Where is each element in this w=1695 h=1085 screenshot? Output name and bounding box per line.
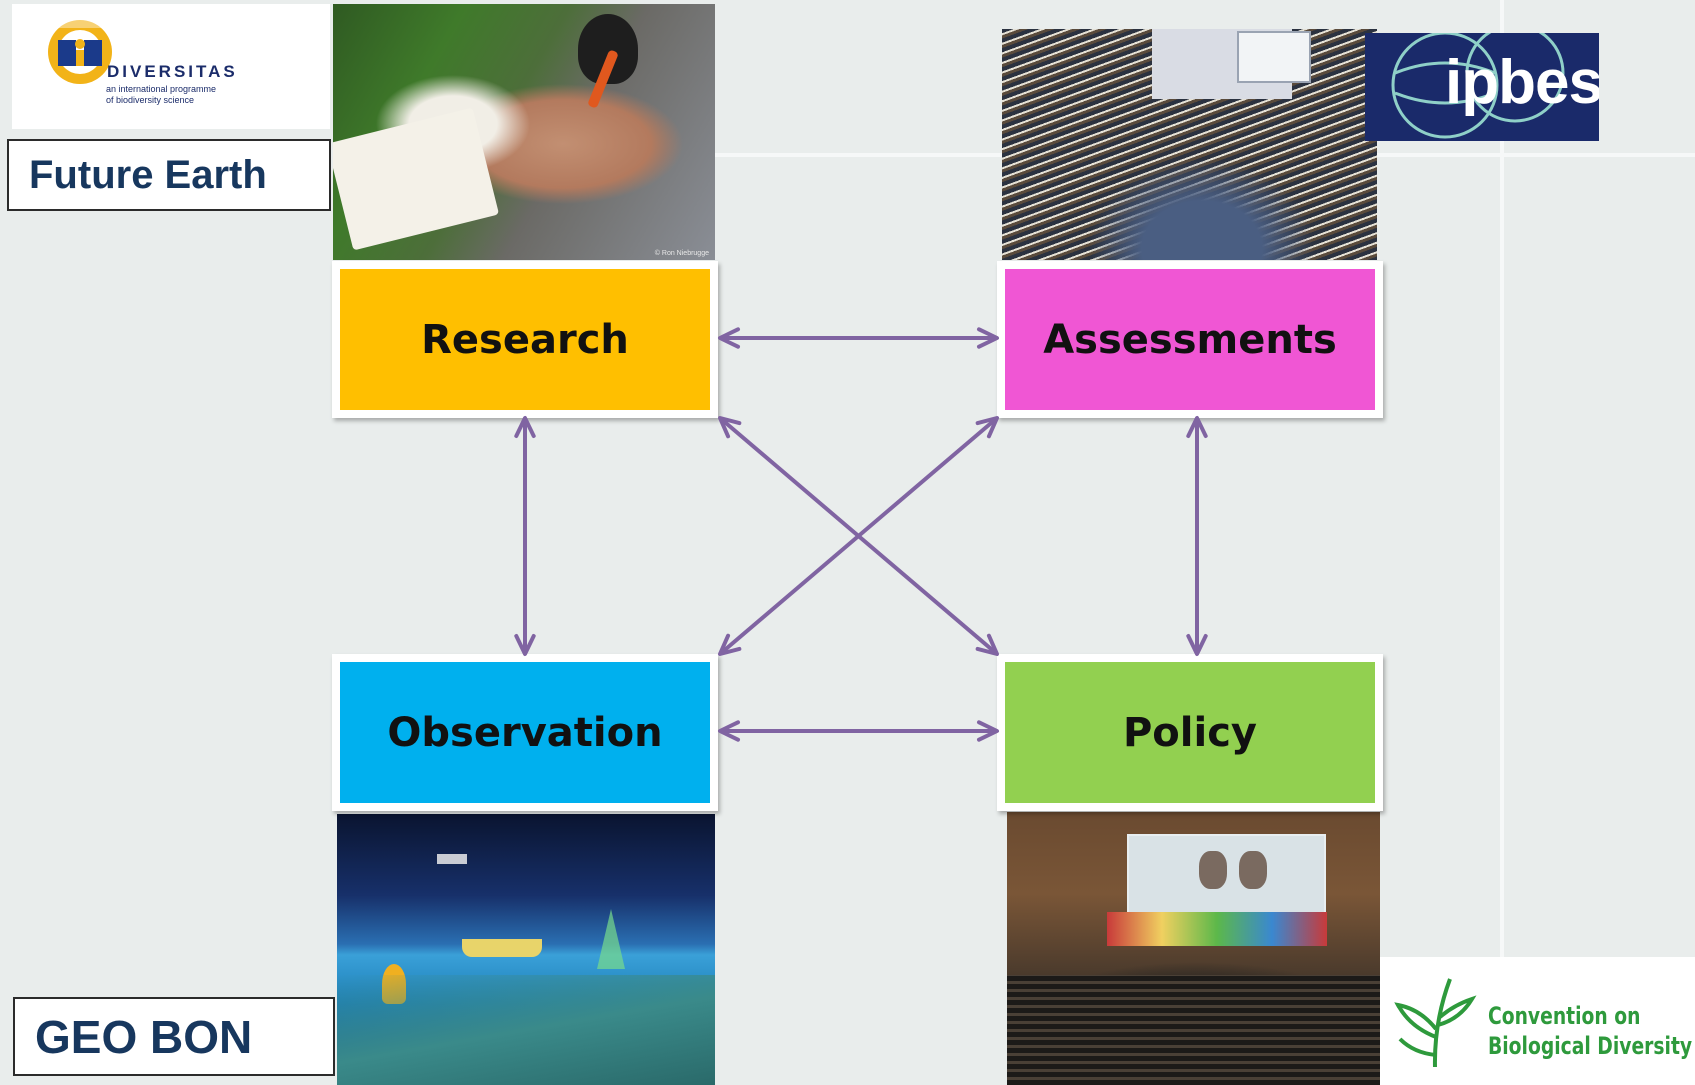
arrowhead <box>514 633 536 656</box>
research-node-label: Research <box>421 316 629 363</box>
arrowhead <box>718 416 742 439</box>
arrowhead <box>975 633 999 656</box>
diversitas-name: DIVERSITAS <box>107 62 238 81</box>
observation-node-label: Observation <box>387 709 663 756</box>
diversitas-logo: DIVERSITAS an international programme of… <box>12 4 330 129</box>
assessments-node: Assessments <box>997 261 1383 418</box>
arrowhead <box>1186 633 1208 656</box>
background-gridline <box>1500 0 1504 957</box>
assessments-photo <box>1002 29 1377 260</box>
projection-screen-shape <box>1237 31 1311 83</box>
ipbes-globe-icon <box>1391 33 1565 139</box>
research-photo: © Ron Niebrugge <box>333 4 715 260</box>
geo-bon-label: GEO BON <box>13 997 335 1076</box>
diversitas-tagline: of biodiversity science <box>106 95 195 105</box>
observation-node: Observation <box>332 654 718 811</box>
diversitas-tagline: an international programme <box>106 84 217 94</box>
research-node: Research <box>332 261 718 418</box>
speaker-shape <box>1239 851 1267 889</box>
cbd-leaf-icon <box>1394 978 1477 1068</box>
assessments-node-label: Assessments <box>1043 316 1337 363</box>
ship-shape <box>462 939 542 957</box>
cbd-name-line: Biological Diversity <box>1488 1032 1693 1060</box>
arrowhead <box>514 416 536 439</box>
policy-photo <box>1007 812 1380 1085</box>
arrow-research-policy <box>718 416 999 656</box>
arrowhead <box>718 633 742 656</box>
seabed-shape <box>337 975 715 1085</box>
cbd-logo: Convention on Biological Diversity <box>1380 957 1695 1085</box>
sensor-beam-shape <box>597 909 625 969</box>
arrowhead <box>976 327 999 349</box>
cbd-name-line: Convention on <box>1488 1002 1641 1030</box>
satellite-shape <box>437 854 467 864</box>
stage-banner-shape <box>1107 912 1327 946</box>
arrowhead <box>975 416 999 439</box>
arrowhead <box>1186 416 1208 439</box>
policy-node: Policy <box>997 654 1383 811</box>
arrow-assessments-observation <box>718 416 999 656</box>
policy-node-label: Policy <box>1122 709 1257 756</box>
observation-photo <box>337 814 715 1085</box>
audience-shape <box>1007 975 1380 1085</box>
diversitas-emblem-icon <box>48 18 112 84</box>
future-earth-label: Future Earth <box>7 139 331 211</box>
ipbes-logo: ipbes <box>1365 33 1599 141</box>
arrowhead <box>976 720 999 742</box>
conference-screen-shape <box>1127 834 1326 920</box>
arrowhead <box>718 327 741 349</box>
arrowhead <box>718 720 741 742</box>
notebook-shape <box>333 107 500 251</box>
photo-credit: © Ron Niebrugge <box>654 250 709 257</box>
speaker-shape <box>1199 851 1227 889</box>
ipbes-wordmark: ipbes <box>1445 48 1599 117</box>
